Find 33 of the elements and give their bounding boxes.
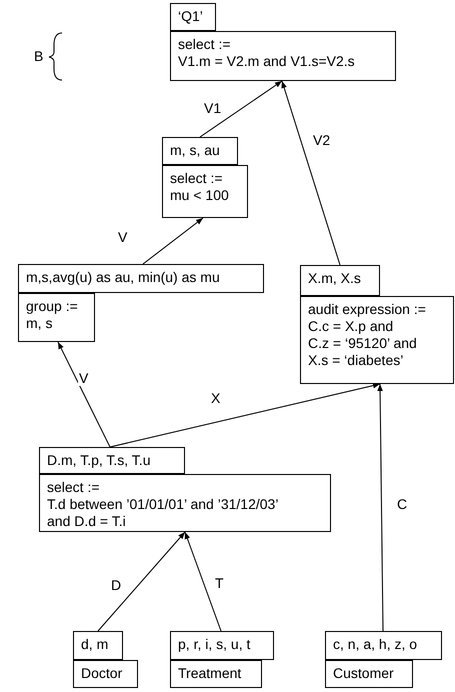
arrow: [142, 218, 204, 264]
section-label: B: [34, 48, 44, 64]
attribute-box: D.m, T.p, T.s, T.u: [39, 447, 185, 474]
arrow: [110, 382, 380, 448]
arrow: [58, 342, 110, 448]
condition-box: select := mu < 100: [162, 165, 248, 218]
attribute-box: X.m, X.s: [300, 265, 380, 296]
attribute-box: d, m: [73, 631, 123, 660]
attribute-box: ‘Q1’: [170, 3, 216, 31]
attribute-box: m,s,avg(u) as au, min(u) as mu: [18, 264, 264, 293]
edge-label: X: [210, 390, 222, 406]
attribute-box: p, r, i, s, u, t: [170, 631, 274, 660]
edge-label: T: [214, 575, 225, 591]
edge-label: C: [396, 496, 408, 512]
attribute-box: Doctor: [73, 660, 138, 688]
edge-label: V2: [312, 132, 332, 148]
arrow: [281, 80, 340, 266]
arrow: [200, 80, 282, 138]
condition-box: audit expression := C.c = X.p and C.z = ‘95120’ and X.s = ‘diabetes’: [300, 296, 454, 384]
condition-box: group := m, s: [18, 293, 95, 342]
edge-label: V: [117, 229, 128, 245]
arrow: [98, 532, 186, 632]
condition-box: select := V1.m = V2.m and V1.s=V2.s: [170, 31, 396, 81]
edge-label: V: [78, 370, 90, 386]
edge-label: V1: [203, 100, 222, 116]
attribute-box: c, n, a, h, z, o: [325, 631, 442, 660]
condition-box: select := T.d between ’01/01/01’ and ’31/12/03’ and D.d = T.i: [39, 474, 331, 532]
attribute-box: Treatment: [170, 660, 262, 688]
attribute-box: Customer: [325, 660, 413, 688]
attribute-box: m, s, au: [162, 137, 238, 165]
arrow: [377, 384, 384, 632]
edge-label: D: [110, 577, 122, 593]
arrow: [184, 532, 222, 632]
